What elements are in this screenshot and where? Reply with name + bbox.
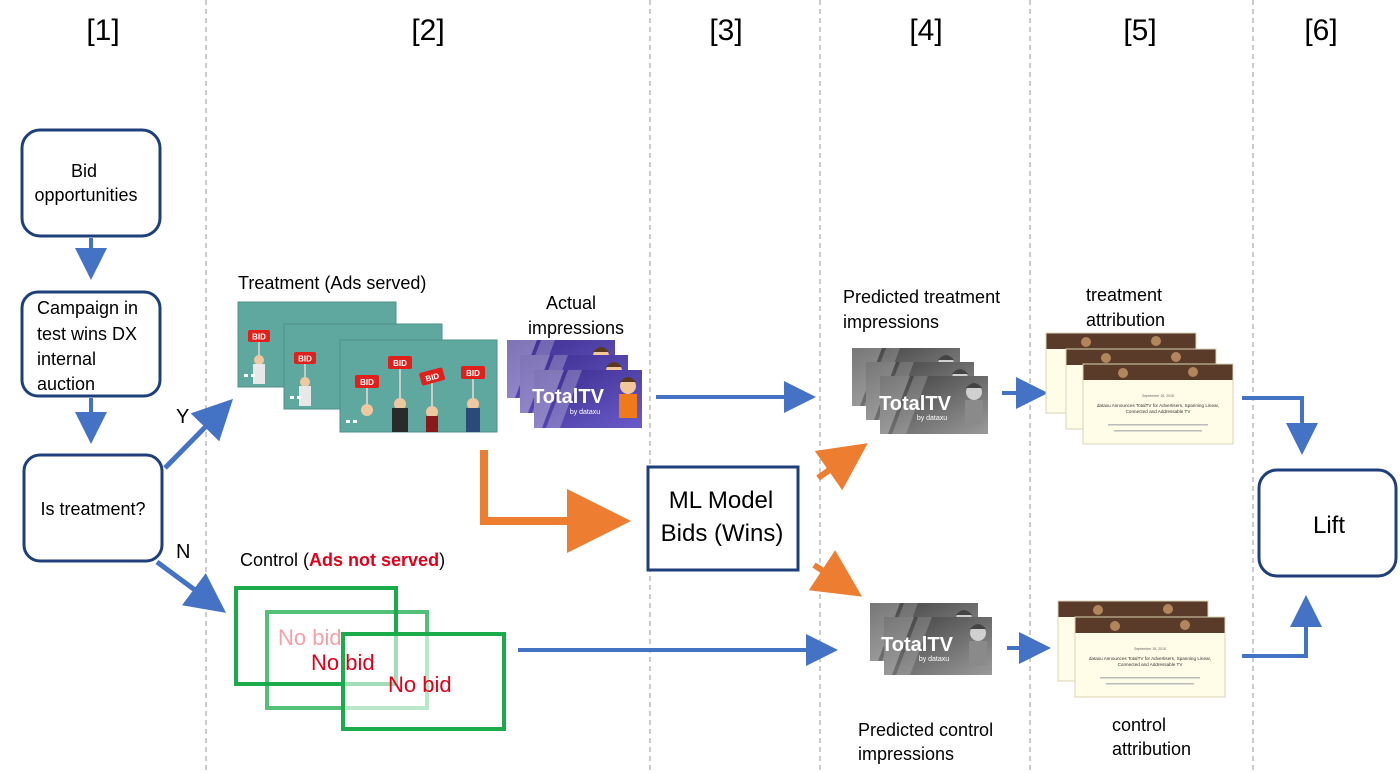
predicted-control-logo-sub: by dataxu	[919, 656, 949, 663]
actual-tv-card-3: TotalTV by dataxu	[532, 370, 642, 428]
actual-impressions-line2: impressions	[528, 318, 624, 338]
predicted-treatment-line2: impressions	[843, 312, 939, 332]
treatment-ad-card-3: BID BID BID BID	[339, 339, 498, 433]
arrow-model-to-predicted-control	[808, 550, 863, 597]
arrow-control-attribution-to-lift	[1242, 595, 1322, 658]
column-dividers	[205, 0, 1254, 773]
treatment-doc-date: September 18, 2018	[1142, 394, 1174, 398]
lift-label: Lift	[1313, 512, 1345, 539]
predicted-treatment-logo: TotalTV	[879, 393, 952, 415]
branch-no-label: N	[176, 541, 190, 563]
column-header-4: [4]	[909, 14, 942, 47]
control-doc-2: September 18, 2018 dataxu Announces Tota…	[1074, 616, 1226, 698]
arrow-yes-branch	[163, 398, 234, 470]
actual-totaltv-logo: TotalTV	[532, 386, 605, 408]
no-bid-text-1: No bid	[278, 625, 342, 650]
control-attribution-line2: attribution	[1112, 739, 1191, 759]
treatment-attribution-line1: treatment	[1086, 285, 1162, 305]
lift-box	[1257, 468, 1398, 578]
control-doc-headline-1: dataxu Announces TotalTV for Advertisers…	[1089, 656, 1211, 661]
bid-sign-2: BID	[393, 359, 407, 368]
control-label: Control (Ads not served)	[240, 550, 445, 570]
predicted-control-card-2: TotalTV by dataxu	[881, 617, 992, 675]
ml-model-line1: ML Model	[669, 487, 773, 514]
treatment-doc-headline-2: Connected and Addressable TV	[1126, 409, 1192, 414]
arrow-no-branch	[155, 559, 227, 613]
bid-opportunities-line1: Bid	[71, 161, 97, 181]
ml-model-box	[646, 465, 800, 572]
control-label-suffix: )	[439, 550, 445, 570]
predicted-treatment-stack: TotalTV by dataxu	[852, 348, 988, 434]
no-bid-text-2: No bid	[311, 650, 375, 675]
is-treatment-box	[22, 453, 164, 563]
bid-sign-4: BID	[466, 369, 480, 378]
arrow-treatment-attribution-to-lift	[1242, 396, 1318, 455]
campaign-line2: test wins DX	[37, 324, 137, 344]
treatment-attribution-stack: September 18, 2018 dataxu Announces Tota…	[1045, 332, 1234, 445]
column-header-5: [5]	[1123, 14, 1156, 47]
treatment-doc-3: September 18, 2018 dataxu Announces Tota…	[1082, 363, 1234, 445]
treatment-attribution-line2: attribution	[1086, 310, 1165, 330]
campaign-text: Campaign in test wins DX internal auctio…	[37, 298, 138, 394]
control-label-prefix: Control (	[240, 550, 309, 570]
control-attribution-line1: control	[1112, 715, 1166, 735]
arrow-treatment-to-model	[480, 450, 631, 553]
control-label-emphasis: Ads not served	[309, 550, 439, 570]
predicted-treatment-logo-sub: by dataxu	[917, 415, 947, 422]
campaign-line4: auction	[37, 374, 95, 394]
column-header-6: [6]	[1304, 14, 1337, 47]
ml-model-line2: Bids (Wins)	[661, 520, 784, 547]
campaign-line1: Campaign in	[37, 298, 138, 318]
bid-opportunities-box	[20, 128, 162, 238]
actual-impressions-stack: TotalTV by dataxu	[507, 340, 642, 428]
bid-opportunities-line2: opportunities	[34, 185, 137, 205]
predicted-control-logo: TotalTV	[881, 634, 954, 656]
column-header-3: [3]	[709, 14, 742, 47]
predicted-treatment-card-3: TotalTV by dataxu	[879, 376, 988, 434]
no-bid-box-3	[341, 632, 506, 731]
control-doc-headline-2: Connected and Addressable TV	[1118, 662, 1184, 667]
bid-sign-1: BID	[360, 378, 374, 387]
predicted-control-line2: impressions	[858, 744, 954, 764]
control-no-bid-stack: No bid No bid No bid	[234, 586, 506, 731]
control-doc-date: September 18, 2018	[1134, 647, 1166, 651]
treatment-ad-stack: BID BID BID BID	[237, 301, 498, 433]
predicted-control-line1: Predicted control	[858, 720, 993, 740]
is-treatment-label: Is treatment?	[40, 499, 145, 519]
column-header-2: [2]	[411, 14, 444, 47]
actual-impressions-line1: Actual	[546, 293, 596, 313]
control-attribution-stack: September 18, 2018 dataxu Announces Tota…	[1057, 600, 1226, 698]
treatment-doc-headline-1: dataxu Announces TotalTV for Advertisers…	[1097, 403, 1219, 408]
actual-totaltv-sub: by dataxu	[570, 409, 600, 416]
campaign-line3: internal	[37, 349, 96, 369]
campaign-box	[20, 290, 162, 398]
column-header-1: [1]	[86, 14, 119, 47]
predicted-treatment-line1: Predicted treatment	[843, 287, 1000, 307]
predicted-control-stack: TotalTV by dataxu	[870, 603, 992, 675]
treatment-label: Treatment (Ads served)	[238, 273, 426, 293]
no-bid-text-3: No bid	[388, 672, 452, 697]
branch-yes-label: Y	[176, 406, 189, 428]
arrow-model-to-predicted-treatment	[814, 443, 868, 491]
bid-sign-3: BID	[425, 371, 441, 383]
